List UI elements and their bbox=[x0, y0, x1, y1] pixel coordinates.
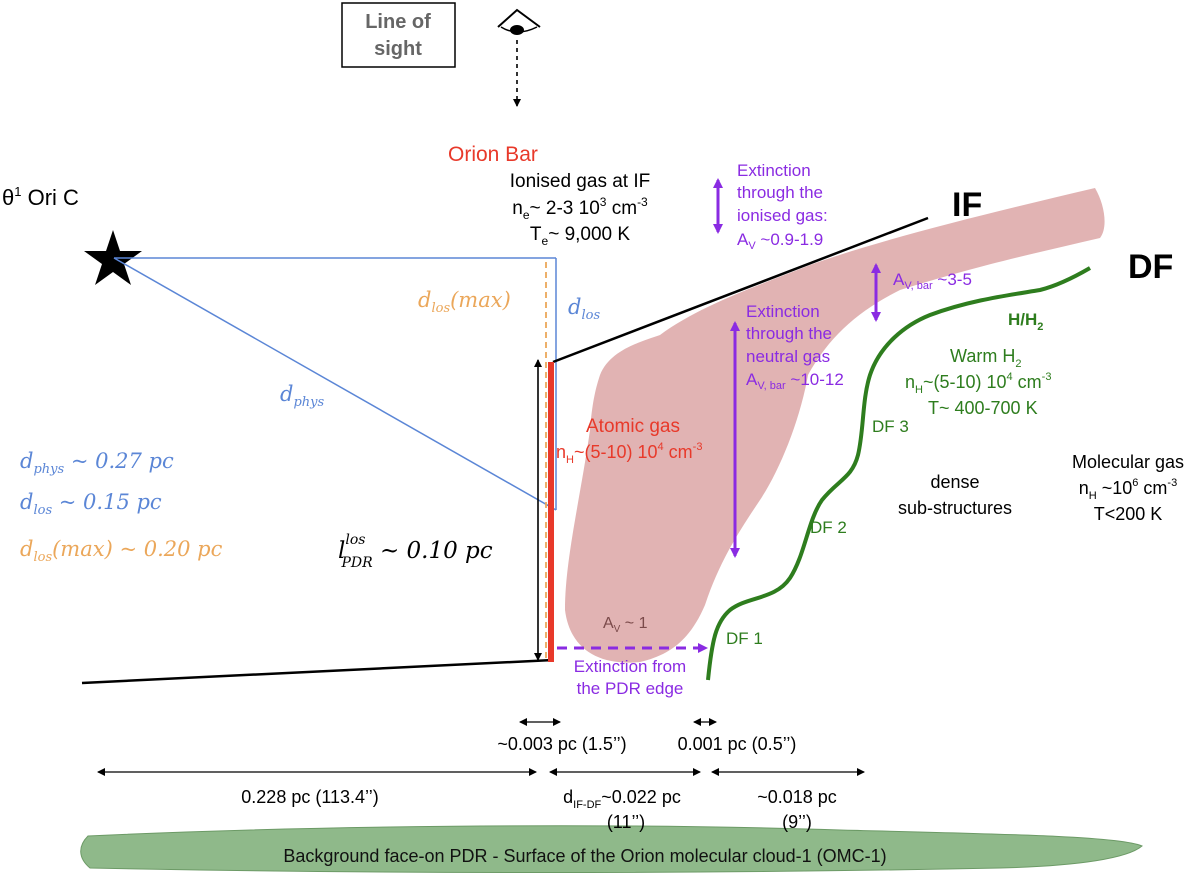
dense-label-2: sub-structures bbox=[898, 498, 1012, 518]
line-of-sight-box bbox=[341, 2, 456, 68]
neutral-extinction-1: Extinction bbox=[746, 302, 820, 321]
ionised-ne: ne~ 2-3 103 cm-3 bbox=[512, 195, 648, 222]
star-icon bbox=[84, 230, 142, 285]
scale-label-0022-arcsec: (11’’) bbox=[607, 812, 645, 832]
atomic-gas-region bbox=[565, 188, 1105, 663]
df3-label: DF 3 bbox=[872, 417, 909, 436]
if-label: IF bbox=[952, 186, 982, 224]
df-label: DF bbox=[1128, 248, 1173, 286]
line-of-sight-label-2: sight bbox=[374, 38, 422, 60]
atomic-gas-title: Atomic gas bbox=[586, 416, 680, 437]
background-pdr-band bbox=[80, 825, 1143, 873]
neutral-extinction-2: through the bbox=[746, 324, 832, 343]
scale-label-0228: 0.228 pc (113.4’’) bbox=[241, 787, 378, 807]
ionised-extinction-2: through the bbox=[737, 183, 823, 202]
ionised-extinction-3: ionised gas: bbox=[737, 206, 828, 225]
atomic-gas-density: nH~(5-10) 104 cm-3 bbox=[556, 441, 702, 466]
eq-d-los-max: dlos(max) ~ 0.20 pc bbox=[20, 537, 223, 565]
neutral-extinction-4: AV, bar ~10-12 bbox=[746, 370, 844, 392]
d-phys-line bbox=[113, 257, 557, 511]
scale-label-0018-arcsec: (9’’) bbox=[782, 812, 812, 832]
d-los-label: dlos bbox=[568, 295, 600, 323]
scale-label-0001: 0.001 pc (0.5’’) bbox=[678, 734, 797, 754]
eq-d-los: dlos ~ 0.15 pc bbox=[20, 490, 162, 518]
df2-label: DF 2 bbox=[810, 518, 847, 537]
df-front-line bbox=[706, 266, 1092, 681]
molecular-temp: T<200 K bbox=[1094, 504, 1163, 524]
line-of-sight-label-1: Line of bbox=[365, 11, 431, 33]
ionised-extinction-1: Extinction bbox=[737, 161, 811, 180]
ionised-extinction-4: AV ~0.9-1.9 bbox=[737, 230, 823, 252]
dense-label-1: dense bbox=[930, 472, 979, 492]
bar-extinction-label: AV, bar ~3-5 bbox=[893, 270, 972, 292]
eye-icon bbox=[497, 8, 541, 35]
edge-extinction-1: Extinction from bbox=[574, 657, 686, 676]
neutral-extinction-3: neutral gas bbox=[746, 347, 830, 366]
molecular-title: Molecular gas bbox=[1072, 452, 1184, 472]
h-h2-label: H/H2 bbox=[1008, 310, 1043, 333]
ionised-gas-label: Ionised gas at IF bbox=[510, 171, 650, 192]
df1-label: DF 1 bbox=[726, 629, 763, 648]
scale-label-0018: ~0.018 pc bbox=[757, 787, 837, 807]
d-phys-label: dphys bbox=[280, 382, 324, 410]
warm-h2-title: Warm H2 bbox=[950, 346, 1021, 370]
av-1-label: AV ~ 1 bbox=[603, 615, 648, 635]
eq-d-phys: dphys ~ 0.27 pc bbox=[20, 449, 174, 477]
scale-label-0022: dIF-DF~0.022 pc bbox=[563, 787, 681, 811]
edge-extinction-2: the PDR edge bbox=[577, 679, 684, 698]
ionised-te: Te~ 9,000 K bbox=[530, 224, 630, 248]
orion-bar-title: Orion Bar bbox=[448, 143, 538, 166]
scale-label-0003: ~0.003 pc (1.5’’) bbox=[497, 734, 626, 754]
star-label: θ1 Ori C bbox=[2, 184, 79, 210]
d-los-max-label: dlos(max) bbox=[418, 288, 511, 316]
if-line bbox=[552, 216, 929, 364]
warm-h2-temp: T~ 400-700 K bbox=[928, 398, 1038, 418]
background-pdr-label: Background face-on PDR - Surface of the … bbox=[283, 846, 886, 866]
molecular-density: nH ~106 cm-3 bbox=[1079, 477, 1177, 502]
warm-h2-density: nH~(5-10) 104 cm-3 bbox=[905, 371, 1051, 396]
bottom-black-line bbox=[81, 658, 554, 685]
